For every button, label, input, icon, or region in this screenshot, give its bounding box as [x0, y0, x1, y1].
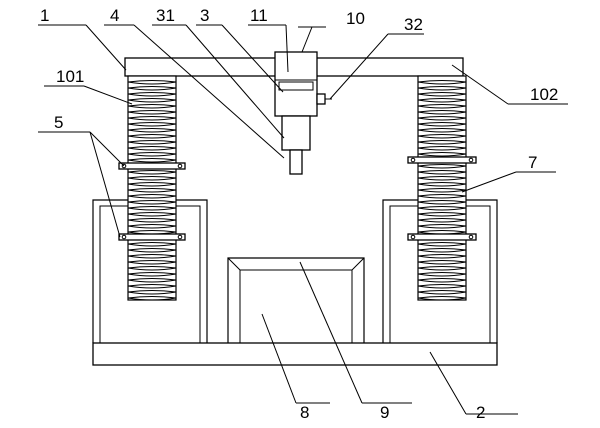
spring-coil — [127, 206, 177, 211]
spring-coil — [127, 200, 177, 205]
label-32: 32 — [404, 15, 423, 34]
spring-coil — [417, 218, 467, 223]
spring-coil — [127, 98, 177, 103]
spring-coil — [127, 110, 177, 115]
spring-coil — [417, 134, 467, 139]
left-spring-column — [127, 75, 177, 301]
spring-coil — [417, 98, 467, 103]
spring-coil — [127, 146, 177, 151]
label-7: 7 — [528, 153, 537, 172]
right-upper-clamp — [407, 156, 477, 164]
spring-coil — [417, 290, 467, 295]
spring-coil — [127, 188, 177, 193]
leader-lines — [38, 24, 568, 415]
spring-coil — [127, 242, 177, 247]
label-9: 9 — [380, 403, 389, 422]
spring-coil — [417, 164, 467, 169]
spindle-block — [281, 115, 311, 151]
spring-coil — [127, 86, 177, 91]
spring-coil — [417, 242, 467, 247]
spring-coil — [417, 86, 467, 91]
spring-coil — [417, 278, 467, 283]
spring-coil — [127, 194, 177, 199]
spring-coil — [127, 266, 177, 271]
spring-coil — [127, 116, 177, 121]
spring-coil — [417, 266, 467, 271]
spring-coil — [127, 128, 177, 133]
spring-coil — [127, 218, 177, 223]
label-102: 102 — [530, 85, 558, 104]
spring-coil — [127, 92, 177, 97]
spring-coil — [417, 170, 467, 175]
spring-coil — [417, 284, 467, 289]
spring-coil — [417, 296, 467, 301]
spring-coil — [127, 272, 177, 277]
spring-coil — [127, 134, 177, 139]
spring-coil — [127, 224, 177, 229]
spring-coil — [127, 296, 177, 301]
spring-coil — [417, 248, 467, 253]
spring-coil — [417, 110, 467, 115]
spring-coil — [127, 170, 177, 175]
motor-core — [278, 81, 314, 91]
spring-coil — [127, 158, 177, 163]
spindle-tip — [289, 149, 303, 175]
spring-coil — [127, 278, 177, 283]
spring-coil — [417, 122, 467, 127]
spring-coil — [417, 260, 467, 265]
spring-coil — [127, 80, 177, 85]
sensor — [316, 93, 326, 105]
right-lower-clamp — [407, 233, 477, 241]
spring-coil — [417, 128, 467, 133]
spring-coil — [127, 152, 177, 157]
spring-coil — [417, 92, 467, 97]
label-5: 5 — [54, 113, 63, 132]
spring-coil — [127, 140, 177, 145]
right-spring-column — [417, 75, 467, 301]
label-31: 31 — [156, 6, 175, 25]
spring-coil — [127, 254, 177, 259]
spring-coil — [127, 104, 177, 109]
left-lower-clamp — [118, 233, 186, 241]
spring-coil — [417, 224, 467, 229]
spring-coil — [127, 176, 177, 181]
left-upper-clamp — [118, 162, 186, 170]
spring-coil — [417, 104, 467, 109]
spring-coil — [127, 248, 177, 253]
spring-coil — [127, 182, 177, 187]
spring-coil — [417, 200, 467, 205]
spring-coil — [417, 182, 467, 187]
spring-coil — [417, 254, 467, 259]
base-plate — [92, 342, 498, 366]
spring-coil — [127, 260, 177, 265]
spring-coil — [417, 80, 467, 85]
spring-coil — [417, 272, 467, 277]
spring-coil — [417, 146, 467, 151]
spring-coil — [127, 284, 177, 289]
spring-coil — [417, 140, 467, 145]
spring-coil — [127, 122, 177, 127]
spring-coil — [127, 212, 177, 217]
label-4: 4 — [110, 6, 119, 25]
spring-coil — [127, 290, 177, 295]
spring-coil — [417, 152, 467, 157]
label-11: 11 — [250, 6, 268, 25]
label-3: 3 — [200, 6, 209, 25]
label-10: 10 — [346, 9, 365, 28]
spring-coil — [417, 116, 467, 121]
spring-coil — [417, 194, 467, 199]
label-8: 8 — [300, 403, 309, 422]
spring-coil — [417, 206, 467, 211]
label-101: 101 — [56, 67, 84, 86]
spring-coil — [417, 212, 467, 217]
label-2: 2 — [476, 403, 485, 422]
label-1: 1 — [40, 6, 49, 25]
center-tray — [227, 257, 365, 343]
spring-coil — [417, 176, 467, 181]
motor-housing — [274, 51, 318, 117]
center-tray-lip — [227, 257, 365, 271]
